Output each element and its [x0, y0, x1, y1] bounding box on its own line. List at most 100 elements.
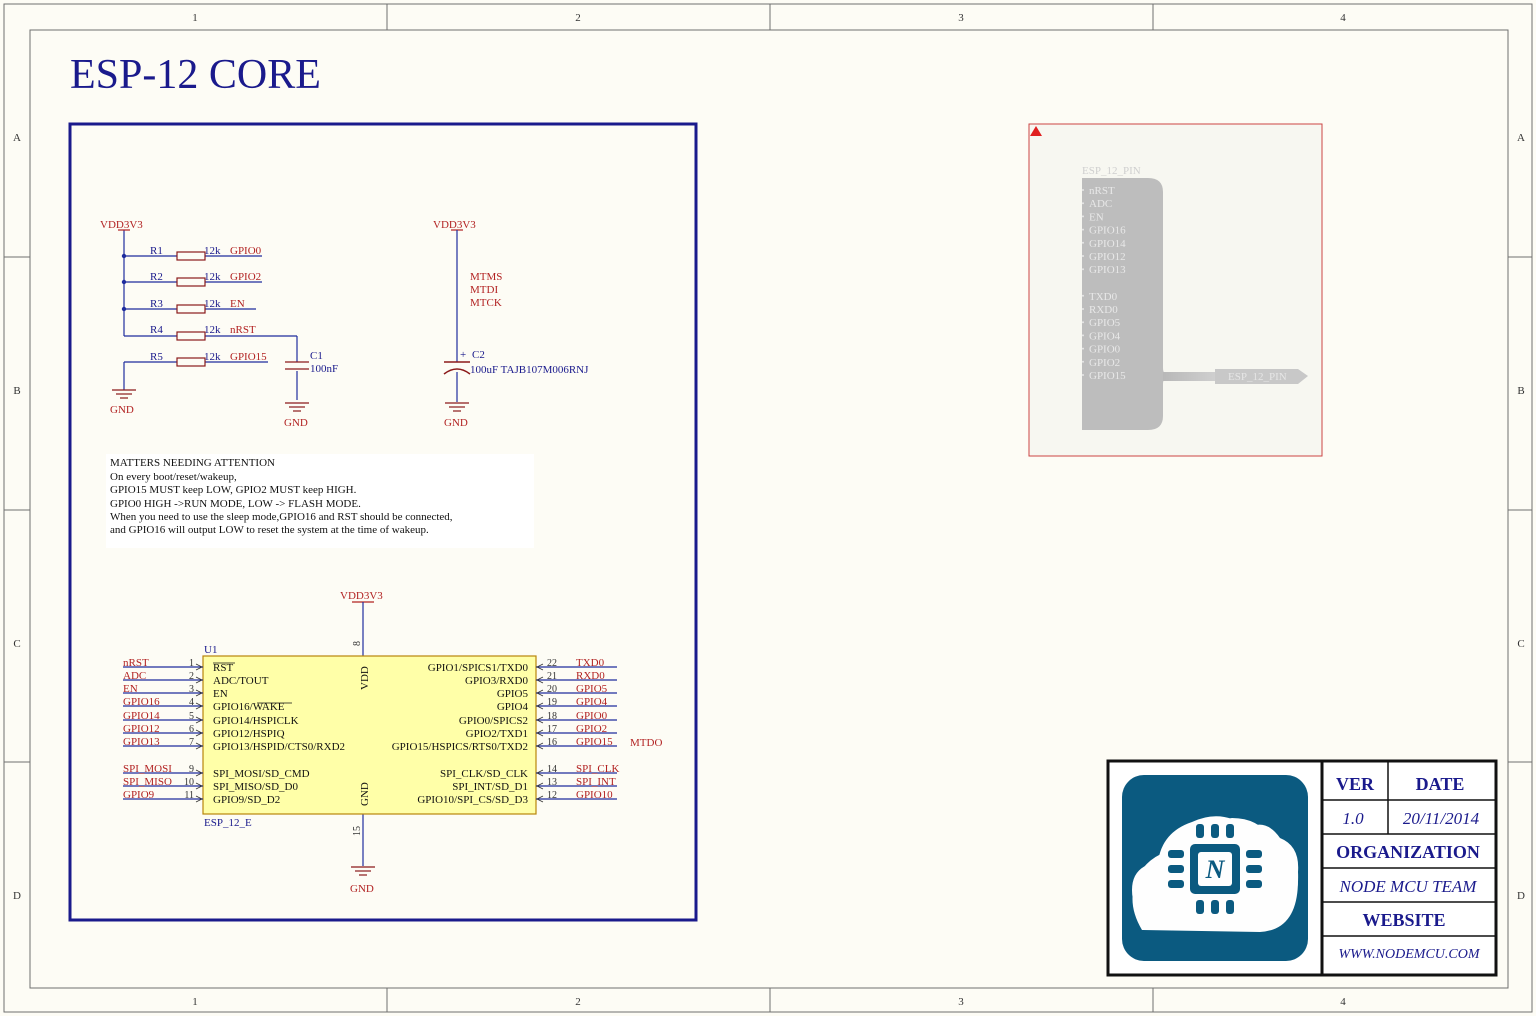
- sheet-border: [3, 3, 1533, 1013]
- note-line: When you need to use the sleep mode,GPIO…: [110, 511, 453, 523]
- svg-text:R2: R2: [150, 271, 163, 283]
- attention-notes: MATTERS NEEDING ATTENTION On every boot/…: [106, 454, 534, 548]
- sheet-pin-label: GPIO2: [1089, 357, 1120, 369]
- pin-number: 18: [547, 711, 557, 722]
- right-pins: TXD022GPIO1/SPICS1/TXD0RXD021GPIO3/RXD0G…: [392, 657, 620, 806]
- schematic-frame: [68, 122, 698, 922]
- net-label: GPIO5: [576, 683, 608, 695]
- chip-pin-right: GPIO15 16 GPIO15/HSPICS/RTS0/TXD2: [392, 736, 617, 753]
- pin-number: 4: [189, 697, 194, 708]
- resistor-r2: [176, 277, 206, 287]
- svg-text:R5: R5: [150, 351, 163, 363]
- row-label: B: [13, 385, 20, 397]
- sheet-pin-dot: [1082, 268, 1084, 271]
- date-value: 20/11/2014: [1403, 809, 1480, 828]
- sheet-pin-dot: [1082, 228, 1084, 231]
- supply-label: VDD3V3: [100, 219, 143, 231]
- pin-number: 16: [547, 737, 557, 748]
- chip-part: ESP_12_E: [204, 817, 252, 829]
- pin-number: 17: [547, 724, 557, 735]
- sheet-pin-dot: [1082, 347, 1084, 350]
- pin-name: EN: [213, 688, 228, 700]
- pullup-network: VDD3V3: [100, 219, 338, 429]
- net-label: GPIO10: [576, 789, 613, 801]
- net-label: GPIO15: [576, 736, 613, 748]
- sheet-pin-label: GPIO14: [1089, 238, 1126, 250]
- pin-name: SPI_CLK/SD_CLK: [440, 768, 528, 780]
- pin-name: GPIO9/SD_D2: [213, 794, 280, 806]
- net-label: GPIO4: [576, 696, 608, 708]
- sheet-pin-dot: [1082, 374, 1084, 376]
- row-label: A: [1517, 132, 1525, 144]
- zone-labels: 1 2 3 4 1 2 3 4 A B C D A B C D: [13, 12, 1525, 1008]
- pin-name: GPIO15/HSPICS/RTS0/TXD2: [392, 741, 528, 753]
- net-label: SPI_CLK: [576, 763, 619, 775]
- sheet-pin-dot: [1082, 241, 1084, 244]
- col-label: 2: [575, 996, 581, 1008]
- pin-name: VDD: [359, 666, 371, 690]
- note-line: MATTERS NEEDING ATTENTION: [110, 457, 275, 469]
- net-label: SPI_INT: [576, 776, 616, 788]
- resistor-r3: [176, 304, 206, 314]
- row-label: A: [13, 132, 21, 144]
- net-label: SPI_MOSI: [123, 763, 172, 775]
- note-line: and GPIO16 will output LOW to reset the …: [110, 524, 429, 536]
- net-label: ADC: [123, 670, 146, 682]
- pin-number: 1: [189, 658, 194, 669]
- resistor-r1: [176, 251, 206, 261]
- supply-label: VDD3V3: [433, 219, 476, 231]
- sheet-pin-label: TXD0: [1089, 291, 1118, 303]
- pin-number: 12: [547, 790, 557, 801]
- net-label: GPIO9: [123, 789, 155, 801]
- svg-text:R4: R4: [150, 324, 163, 336]
- svg-text:12k: 12k: [204, 298, 221, 310]
- pin-name: GPIO5: [497, 688, 529, 700]
- nodemcu-logo: N: [1122, 775, 1308, 961]
- row-label: C: [1517, 638, 1524, 650]
- sheet-pin-label: GPIO16: [1089, 225, 1126, 237]
- sheet-pin-dot: [1082, 215, 1084, 218]
- sheet-pin-dot: [1082, 202, 1084, 205]
- sheet-pin-dot: [1082, 294, 1084, 297]
- ver-label: VER: [1336, 774, 1375, 794]
- org-value: NODE MCU TEAM: [1339, 877, 1478, 896]
- net-label: GPIO13: [123, 736, 160, 748]
- net-label: nRST: [123, 657, 149, 669]
- pin-name: GND: [359, 782, 371, 806]
- pin-number: 19: [547, 697, 557, 708]
- web-label: WEBSITE: [1362, 910, 1445, 930]
- svg-text:100uF TAJB107M006RNJ: 100uF TAJB107M006RNJ: [470, 364, 589, 376]
- pin-name: GPIO0/SPICS2: [459, 715, 528, 727]
- pin-number: 20: [547, 684, 557, 695]
- sheet-pin-label: ADC: [1089, 198, 1112, 210]
- sheet-pin-label: GPIO5: [1089, 317, 1121, 329]
- pin-number: 2: [189, 671, 194, 682]
- svg-text:C2: C2: [472, 349, 485, 361]
- net-label: EN: [230, 298, 245, 310]
- net-label: MTDI: [470, 284, 498, 296]
- note-line: GPIO0 HIGH ->RUN MODE, LOW -> FLASH MODE…: [110, 498, 361, 510]
- note-line: GPIO15 MUST keep LOW, GPIO2 MUST keep HI…: [110, 484, 357, 496]
- gnd-label: GND: [110, 404, 134, 416]
- net-label: MTMS: [470, 271, 502, 283]
- col-label: 4: [1340, 12, 1346, 24]
- col-label: 1: [192, 996, 198, 1008]
- port-label: ESP_12_PIN: [1228, 371, 1287, 383]
- row-label: D: [1517, 890, 1525, 902]
- net-label: GPIO14: [123, 710, 160, 722]
- pin-name: SPI_MOSI/SD_CMD: [213, 768, 310, 780]
- sheet-pin-label: GPIO15: [1089, 370, 1126, 382]
- pin-number: 15: [352, 826, 363, 836]
- sheet-symbol: ESP_12_PIN ESP_12_PIN nRSTADCENGPIO16GPI…: [1028, 123, 1323, 457]
- sheet-pin-label: GPIO4: [1089, 330, 1121, 342]
- net-label: nRST: [230, 324, 256, 336]
